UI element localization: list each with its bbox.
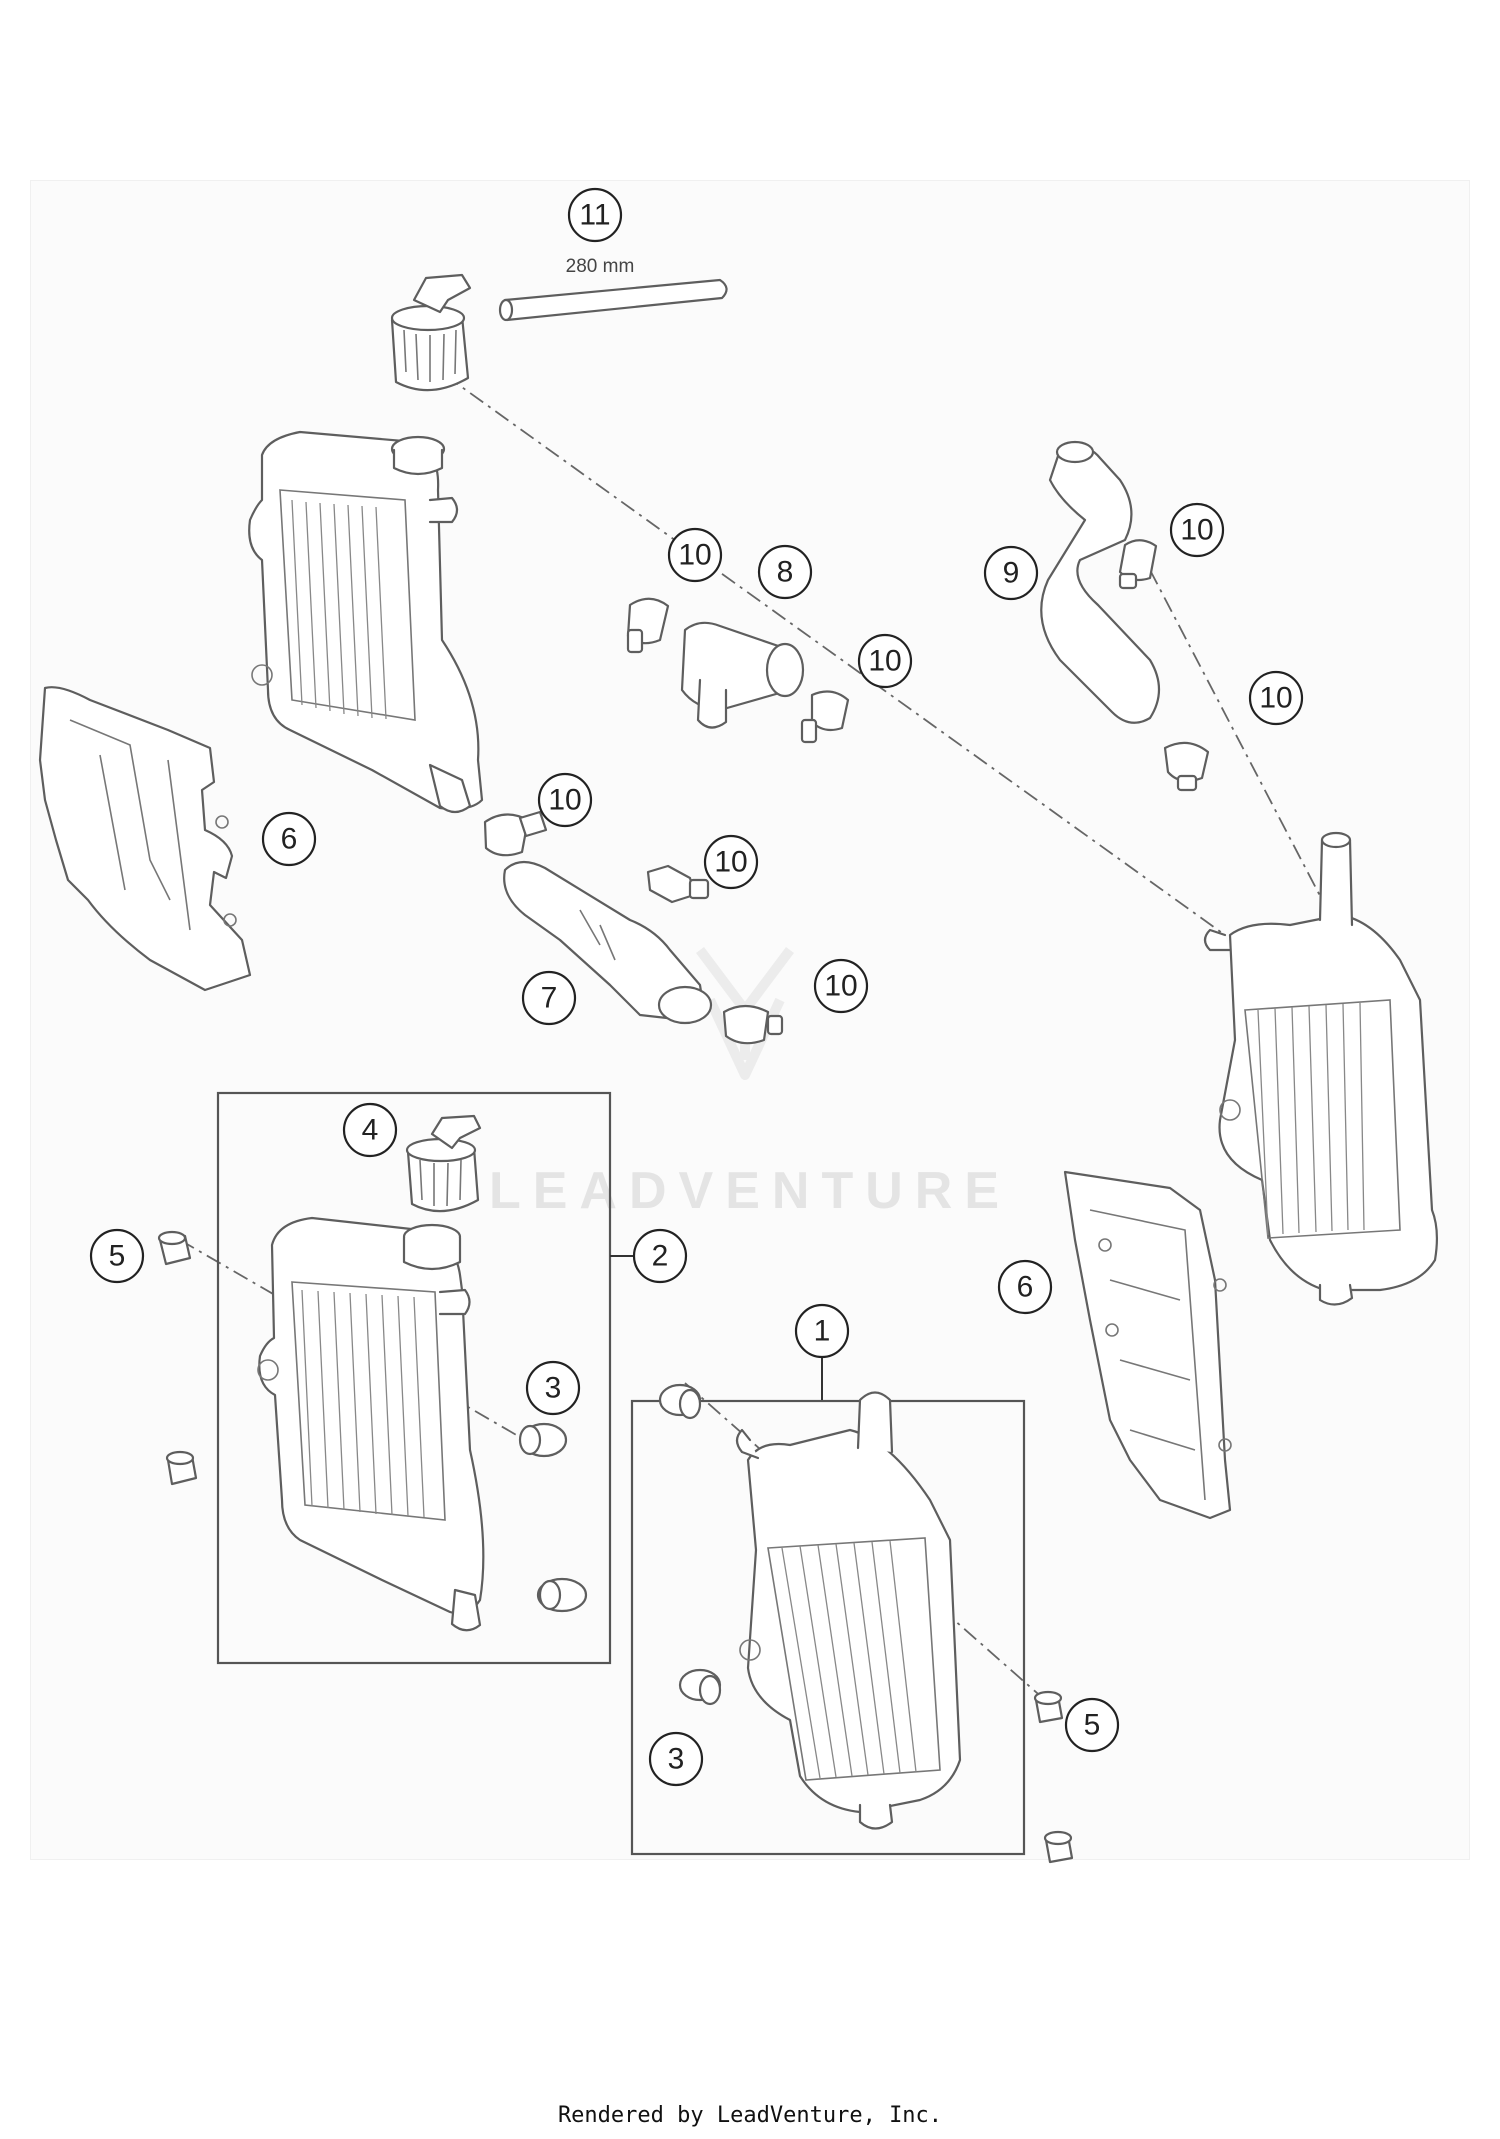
callout-10-d: 10 [1248, 670, 1304, 726]
svg-text:3: 3 [545, 1372, 562, 1405]
callout-6-b: 6 [997, 1259, 1053, 1315]
callout-10-f: 10 [703, 834, 759, 890]
rubber-grommet-kit-left-a [518, 1422, 568, 1458]
kit-frame-right [630, 1399, 1026, 1856]
callout-10-a: 10 [667, 527, 723, 583]
rubber-grommet-kit-left-b [536, 1577, 588, 1613]
callout-10-b: 10 [857, 633, 913, 689]
hose-clamp-8-left [626, 597, 670, 654]
radiator-left-kit [257, 1216, 485, 1632]
hose-clamp-9-bottom [1163, 741, 1210, 792]
svg-text:4: 4 [362, 1114, 379, 1147]
callout-9: 9 [983, 545, 1039, 601]
collar-bolt-left-a [157, 1230, 192, 1266]
hose-clamp-7-c [722, 1004, 784, 1045]
callout-6-a: 6 [261, 811, 317, 867]
radiator-hose-7 [503, 860, 713, 1025]
radiator-right-upper [1203, 831, 1439, 1306]
hose-clamp-8-right [800, 690, 850, 744]
callout-3-a: 3 [525, 1360, 581, 1416]
radiator-left-upper [248, 430, 484, 814]
callout-8: 8 [757, 544, 813, 600]
svg-text:10: 10 [1180, 514, 1213, 547]
callout-2: 2 [632, 1228, 688, 1284]
leader-lines [610, 1255, 823, 1400]
svg-text:10: 10 [678, 539, 711, 572]
hose-clamp-7-a [483, 810, 548, 857]
radiator-hose-9 [1040, 440, 1160, 724]
kit-frame-left [216, 1091, 612, 1665]
callout-4: 4 [342, 1102, 398, 1158]
svg-text:10: 10 [548, 784, 581, 817]
svg-text:8: 8 [777, 556, 794, 589]
svg-text:10: 10 [1259, 682, 1292, 715]
rubber-grommet-kit-right-a [658, 1383, 702, 1420]
svg-text:5: 5 [109, 1240, 126, 1273]
svg-text:6: 6 [281, 823, 298, 856]
callout-7: 7 [521, 970, 577, 1026]
hose-clamp-7-b [646, 864, 710, 904]
radiator-right-kit [735, 1391, 962, 1830]
svg-text:6: 6 [1017, 1271, 1034, 1304]
collar-bolt-left-b [165, 1450, 198, 1486]
callout-10-g: 10 [813, 958, 869, 1014]
svg-text:11: 11 [579, 199, 610, 232]
collar-bolt-right-a [1033, 1690, 1064, 1724]
radiator-guard-right [1063, 1170, 1232, 1520]
callout-5-b: 5 [1064, 1697, 1120, 1753]
filler-cap-kit [405, 1114, 482, 1213]
watermark-text: LEADVENTURE [489, 1162, 1011, 1220]
rubber-grommet-kit-right-b [678, 1668, 722, 1706]
callout-10-e: 10 [537, 772, 593, 828]
callout-1: 1 [794, 1303, 850, 1359]
svg-text:9: 9 [1003, 557, 1020, 590]
hose-clamp-9-top [1118, 539, 1158, 590]
svg-text:2: 2 [652, 1240, 669, 1273]
svg-text:10: 10 [868, 645, 901, 678]
svg-text:5: 5 [1084, 1709, 1101, 1742]
hose-length-label: 280 mm [566, 256, 635, 277]
t-connector [680, 621, 805, 729]
callout-5-a: 5 [89, 1228, 145, 1284]
footer-credit: Rendered by LeadVenture, Inc. [557, 2103, 943, 2128]
callout-10-c: 10 [1169, 502, 1225, 558]
svg-text:7: 7 [541, 982, 558, 1015]
overflow-hose [498, 278, 728, 322]
svg-text:3: 3 [668, 1743, 685, 1776]
svg-text:10: 10 [824, 970, 857, 1003]
radiator-guard-left [38, 686, 252, 992]
svg-text:1: 1 [814, 1315, 831, 1348]
callout-3-b: 3 [648, 1731, 704, 1787]
callout-11: 11 [567, 187, 623, 243]
svg-text:10: 10 [714, 846, 747, 879]
filler-cap-top [390, 273, 472, 392]
collar-bolt-right-b [1043, 1830, 1074, 1864]
